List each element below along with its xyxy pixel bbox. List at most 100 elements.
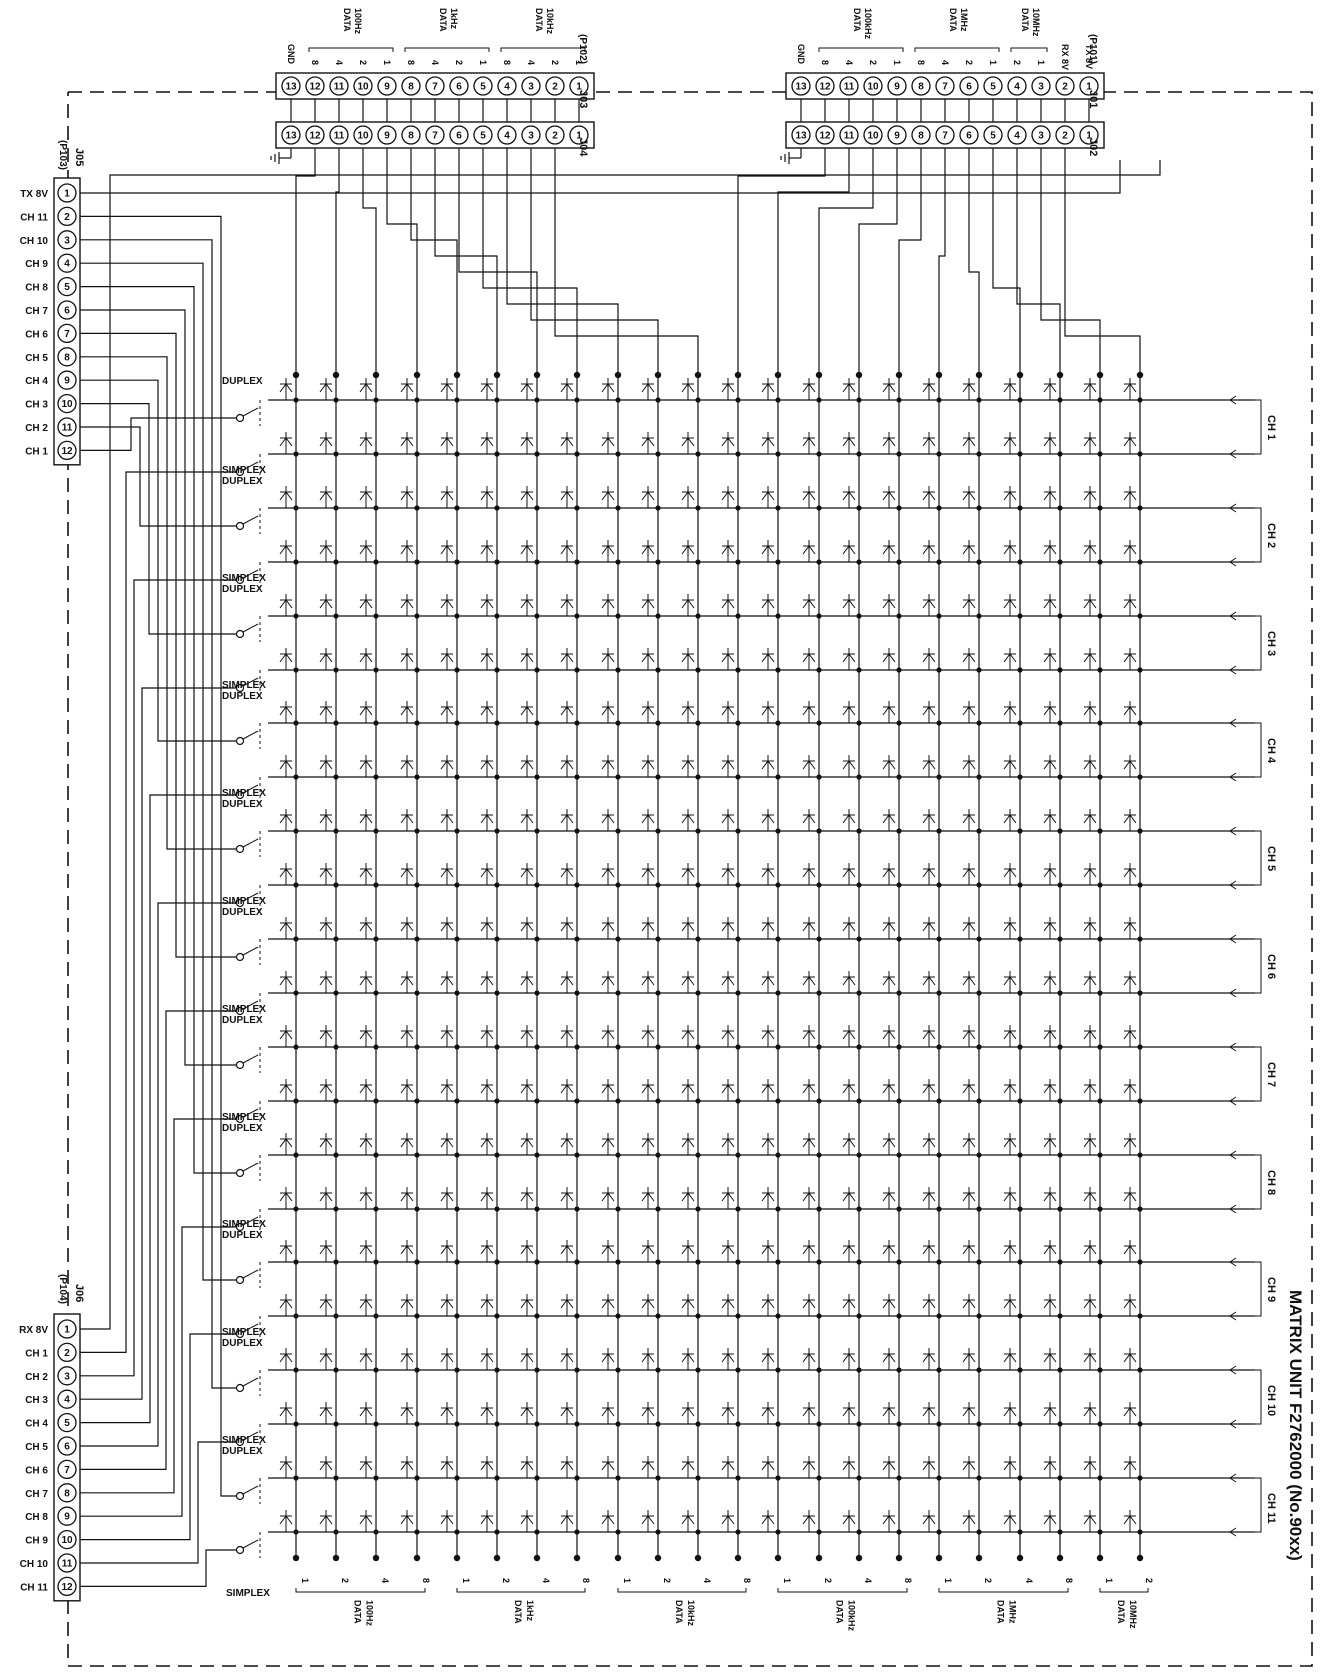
tx-channel-line [80,417,236,451]
crosspoint-dot [1017,1529,1023,1535]
crosspoint-dot [816,1206,822,1212]
connector-pin: 5 [473,125,493,145]
crosspoint-dot [574,936,580,942]
connector-pin: 7 [935,76,955,96]
j06-pin-label: CH 10 [20,1559,49,1570]
diode-icon [761,917,781,942]
diode-icon [319,1348,339,1373]
crosspoint-dot [414,397,420,403]
crosspoint-dot [1017,505,1023,511]
diode-icon [1123,594,1143,619]
arrow-icon [1229,1257,1237,1267]
pin-ring [569,76,589,96]
connector-pin: 3 [521,125,541,145]
crosspoint-dot [414,1421,420,1427]
crosspoint-dot [1097,1421,1103,1427]
crosspoint-dot [373,1475,379,1481]
diode-icon [359,486,379,511]
bottom-bit: 1 [943,1578,953,1583]
diode-icon [319,1402,339,1427]
diode-icon [721,1402,741,1427]
crosspoint-dot [695,774,701,780]
switch-arm [242,461,259,471]
crosspoint-dot [816,1475,822,1481]
diode-icon [641,1294,661,1319]
crosspoint-dot [1137,1098,1143,1104]
switch-icon [235,1155,261,1181]
crosspoint-dot [856,1421,862,1427]
bottom-bracket [1099,1588,1149,1593]
crosspoint-dot [816,505,822,511]
diode-icon [1003,432,1023,457]
labels: CH 1CH 2CH 3CH 4CH 5CH 6CH 7CH 8CH 9CH 1… [19,8,1277,1632]
crosspoint-dot [1057,451,1063,457]
crosspoint-dot [735,1098,741,1104]
diode-icon [1083,1240,1103,1265]
diode-icon [319,1133,339,1158]
diode-icon [842,971,862,996]
diode-icon [962,432,982,457]
crosspoint-dot [1057,1421,1063,1427]
diode-icon [359,540,379,565]
diode-icon [1003,863,1023,888]
crosspoint-dot [534,1152,540,1158]
diode-icon [480,917,500,942]
diode-icon [1083,486,1103,511]
j06-pin-label: CH 1 [25,1348,48,1359]
channel-label: CH 3 [1265,631,1277,656]
switch-icon [235,993,261,1019]
crosspoint-dot [373,720,379,726]
diode-icon [319,1025,339,1050]
switch-contact [235,1222,245,1232]
diode-icon [1003,1079,1023,1104]
column-bottom-dot [694,1554,702,1562]
diode-icon [279,755,299,780]
crosspoint-dot [816,1367,822,1373]
top-right-group-label: 10MHz [1031,8,1041,37]
diode-icon [922,486,942,511]
connector-pin: 5 [983,76,1003,96]
crosspoint-dot [896,936,902,942]
pin-ring [57,253,77,273]
arrow-icon [1229,772,1237,782]
crosspoint-dot [373,990,379,996]
crosspoint-dot [373,1206,379,1212]
duplex-label: DUPLEX [222,907,263,918]
diode-icon [641,486,661,511]
diode-icon [440,1294,460,1319]
crosspoint-dot [775,1259,781,1265]
crosspoint-dot [896,1206,902,1212]
j06-pin-label: CH 2 [25,1372,48,1383]
channel-bracket [1255,1154,1262,1210]
crosspoint-dot [1057,1152,1063,1158]
channel-bracket [1255,722,1262,778]
crosspoint-dot [735,1475,741,1481]
diode-icon [440,1187,460,1212]
diode-icon [962,378,982,403]
crosspoint-dot [655,1259,661,1265]
column-bottom-dot [614,1554,622,1562]
diode-icon [1123,809,1143,834]
crosspoint-dot [1097,451,1103,457]
diode-icon [319,378,339,403]
crosspoint-dot [494,613,500,619]
diode-icon [1083,1025,1103,1050]
diode-icon [761,1240,781,1265]
crosspoint-dot [534,667,540,673]
crosspoint-dot [1137,1259,1143,1265]
pin-number: 2 [552,82,558,93]
diode-icon [1083,594,1103,619]
diode-icon [359,1133,379,1158]
diode-icon [681,809,701,834]
diode-icon [842,432,862,457]
diode-icon [1123,917,1143,942]
crosspoint-dot [816,613,822,619]
crosspoint-dot [1017,990,1023,996]
pin-ring [57,1483,77,1503]
diode-icon [962,971,982,996]
crosspoint-dot [1097,397,1103,403]
connector-pin: 13 [791,125,811,145]
crosspoint-dot [1137,936,1143,942]
crosspoint-dot [414,774,420,780]
switch-icon [235,454,261,480]
